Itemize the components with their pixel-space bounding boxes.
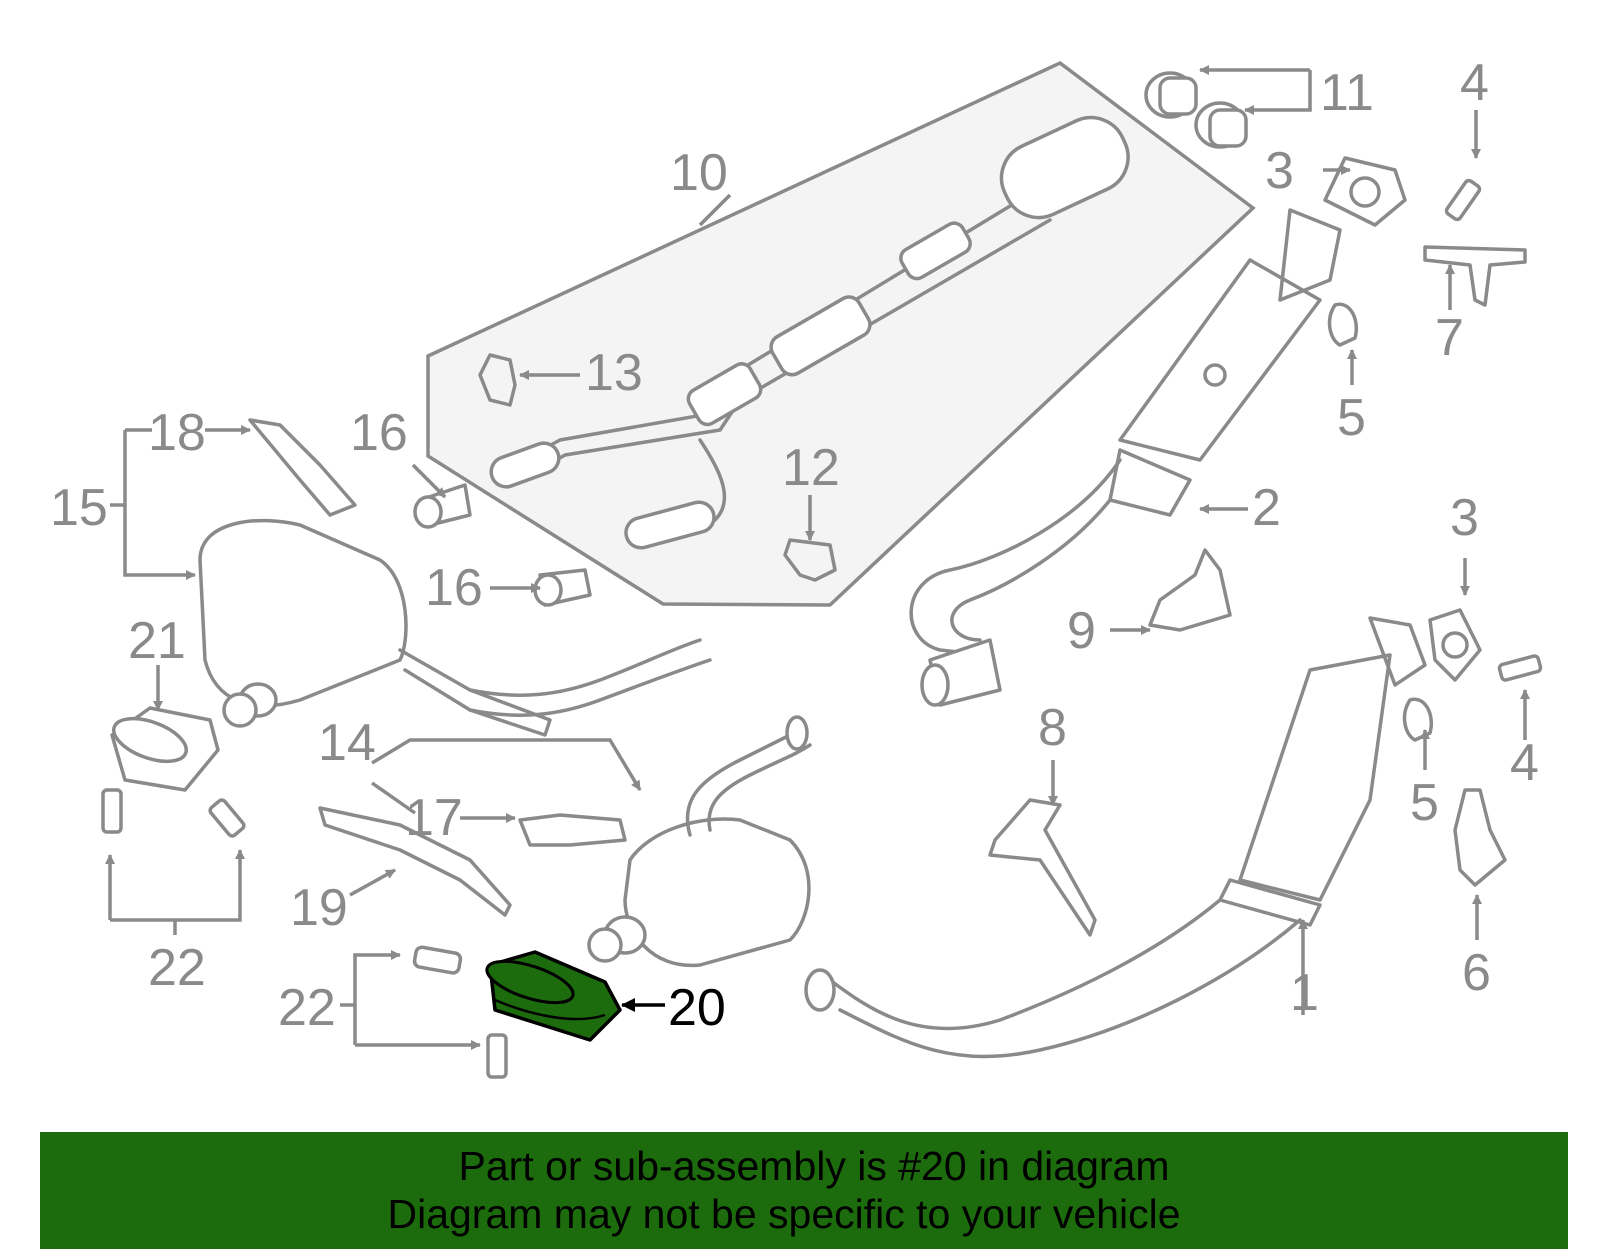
callout-13: 13 xyxy=(585,344,643,402)
callout-20: 20 xyxy=(668,979,726,1037)
tail-pipe-tip-21 xyxy=(110,706,220,792)
callout-12: 12 xyxy=(782,439,840,497)
callout-17: 17 xyxy=(405,789,463,847)
callout-18: 18 xyxy=(148,404,206,462)
callout-10: 10 xyxy=(670,144,728,202)
callout-5-upper: 5 xyxy=(1337,389,1366,447)
front-pipe-1 xyxy=(804,616,1427,1059)
leader-lines xyxy=(105,65,1530,1050)
callout-16-lower: 16 xyxy=(425,559,483,617)
callout-16-upper: 16 xyxy=(350,404,408,462)
callout-19: 19 xyxy=(290,879,348,937)
center-pipe-assembly xyxy=(426,60,1256,607)
callout-3-lower: 3 xyxy=(1450,489,1479,547)
muffler-15 xyxy=(198,518,712,737)
hardware-parts xyxy=(101,156,1543,1079)
callout-2: 2 xyxy=(1252,479,1281,537)
info-banner: Part or sub-assembly is #20 in diagram D… xyxy=(40,1132,1568,1249)
exhaust-parts-diagram: 1 2 3 3 4 4 5 5 6 7 8 9 10 11 12 13 14 1… xyxy=(50,54,1543,1079)
callout-11: 11 xyxy=(1320,64,1374,122)
callout-7: 7 xyxy=(1435,309,1464,367)
callout-4-lower: 4 xyxy=(1510,734,1539,792)
callout-8: 8 xyxy=(1038,699,1067,757)
callout-22-left: 22 xyxy=(148,939,206,997)
callout-4-upper: 4 xyxy=(1460,54,1489,112)
callout-21: 21 xyxy=(128,612,186,670)
callout-6: 6 xyxy=(1462,944,1491,1002)
callout-1: 1 xyxy=(1290,964,1319,1022)
clamp-11 xyxy=(1144,71,1248,149)
callout-5-lower: 5 xyxy=(1410,774,1439,832)
banner-line-disclaimer: Diagram may not be specific to your vehi… xyxy=(387,1191,1181,1237)
callout-14: 14 xyxy=(318,714,376,772)
callout-22-lower: 22 xyxy=(278,979,336,1037)
callout-3-upper: 3 xyxy=(1265,142,1294,200)
front-pipe-2 xyxy=(909,208,1342,707)
callout-labels: 1 2 3 3 4 4 5 5 6 7 8 9 10 11 12 13 14 1… xyxy=(50,54,1539,1037)
muffler-14 xyxy=(587,715,812,968)
tail-pipe-tip-20-highlighted[interactable] xyxy=(482,950,622,1042)
callout-15: 15 xyxy=(50,479,108,537)
banner-line-part-info: Part or sub-assembly is #20 in diagram xyxy=(458,1143,1170,1189)
callout-9: 9 xyxy=(1067,602,1096,660)
